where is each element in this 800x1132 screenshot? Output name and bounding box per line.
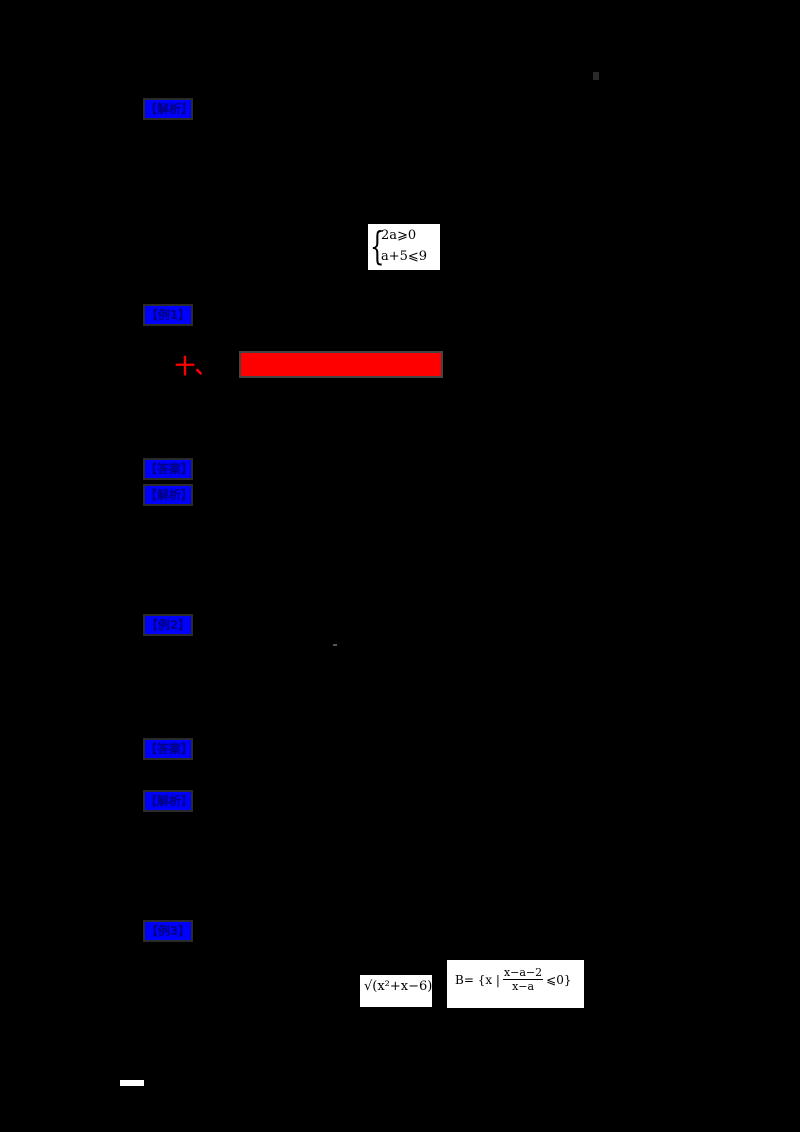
fraction: x−a−2 x−a <box>502 966 544 993</box>
inequality-line-1: 2a⩾0 <box>381 228 417 243</box>
section-number: 十、 <box>175 353 215 378</box>
sqrt-expression: √(x²+x−6) <box>364 979 433 994</box>
set-b-prefix: B= {x | <box>455 972 500 987</box>
section-title: 由元素与集合关系求参数取值范围 <box>241 352 441 376</box>
section-heading: 十、 由元素与集合关系求参数取值范围 <box>175 352 441 378</box>
inequality-line-2: a+5⩽9 <box>381 249 428 264</box>
label-answer: 【答案】 <box>145 460 191 478</box>
label-analysis: 【解析】 <box>145 100 191 118</box>
fraction-denominator: x−a <box>512 980 535 993</box>
fraction-numerator: x−a−2 <box>502 966 544 980</box>
set-b-suffix: ⩽0} <box>546 972 572 987</box>
footer-mark <box>120 1080 144 1086</box>
inequality-system-formula: { 2a⩾0 a+5⩽9 <box>368 224 440 270</box>
label-analysis: 【解析】 <box>145 486 191 504</box>
label-example: 【例2】 <box>145 616 191 634</box>
label-example: 【例1】 <box>145 306 191 324</box>
label-example: 【例3】 <box>145 922 191 940</box>
set-b-formula: B= {x | x−a−2 x−a ⩽0} <box>447 960 584 1008</box>
label-answer: 【答案】 <box>145 740 191 758</box>
label-analysis: 【解析】 <box>145 792 191 810</box>
corner-marker <box>593 72 599 80</box>
brace-icon: { <box>370 224 385 268</box>
sqrt-formula: √(x²+x−6) <box>360 975 432 1007</box>
artifact-dot <box>333 644 337 646</box>
